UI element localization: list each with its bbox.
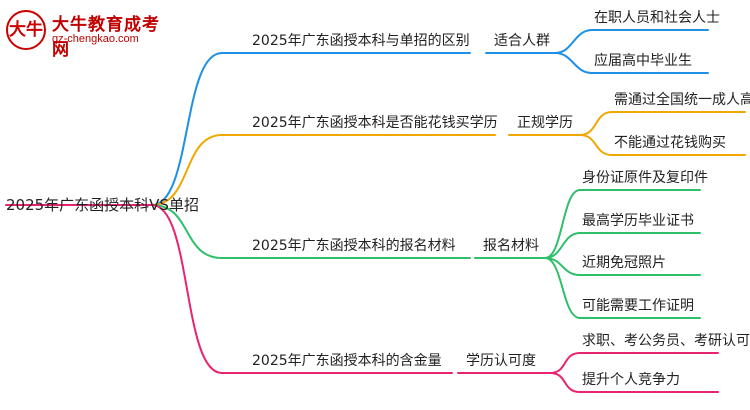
leaf-text: 应届高中毕业生 [594, 53, 692, 69]
branch-title: 2025年广东函授本科与单招的区别 [252, 33, 470, 49]
branch-label: 学历认可度 [466, 353, 536, 369]
leaf-connector [579, 111, 613, 136]
leaf-connector [554, 52, 593, 74]
mindmap-root: 2025年广东函授本科VS单招 [6, 196, 199, 214]
leaf-text: 在职人员和社会人士 [594, 10, 720, 26]
leaf-connector [549, 352, 581, 374]
branch-title: 2025年广东函授本科的报名材料 [252, 238, 456, 254]
leaf-connector [544, 189, 581, 259]
branch-trunk [151, 134, 223, 206]
leaf-text: 近期免冠照片 [582, 255, 666, 271]
branch-trunk [151, 204, 223, 259]
branch-trunk [151, 52, 223, 206]
leaf-text: 身份证原件及复印件 [582, 170, 708, 186]
brand-url: gz-chengkao.com [52, 33, 139, 45]
leaf-connector [579, 134, 613, 156]
branch-title: 2025年广东函授本科是否能花钱买学历 [252, 115, 498, 131]
leaf-connector [544, 232, 581, 259]
leaf-connector [549, 372, 581, 393]
leaf-text: 可能需要工作证明 [582, 298, 694, 314]
leaf-text: 求职、考公务员、考研认可 [582, 333, 750, 349]
leaf-text: 提升个人竞争力 [582, 372, 680, 388]
brand-mark-icon: 大牛 [6, 10, 46, 50]
brand-logo: 大牛 大牛教育成考网 gz-chengkao.com [6, 6, 176, 60]
brand-name: 大牛教育成考网 [52, 15, 160, 60]
leaf-connector [554, 29, 593, 54]
leaf-text: 需通过全国统一成人高考 [614, 92, 750, 108]
branch-trunk [151, 204, 223, 374]
leaf-text: 不能通过花钱购买 [614, 135, 726, 151]
branch-label: 正规学历 [517, 115, 573, 131]
branch-label: 适合人群 [494, 33, 550, 49]
leaf-text: 最高学历毕业证书 [582, 213, 694, 229]
branch-title: 2025年广东函授本科的含金量 [252, 353, 442, 369]
leaf-connector [544, 257, 581, 319]
branch-label: 报名材料 [483, 238, 539, 254]
